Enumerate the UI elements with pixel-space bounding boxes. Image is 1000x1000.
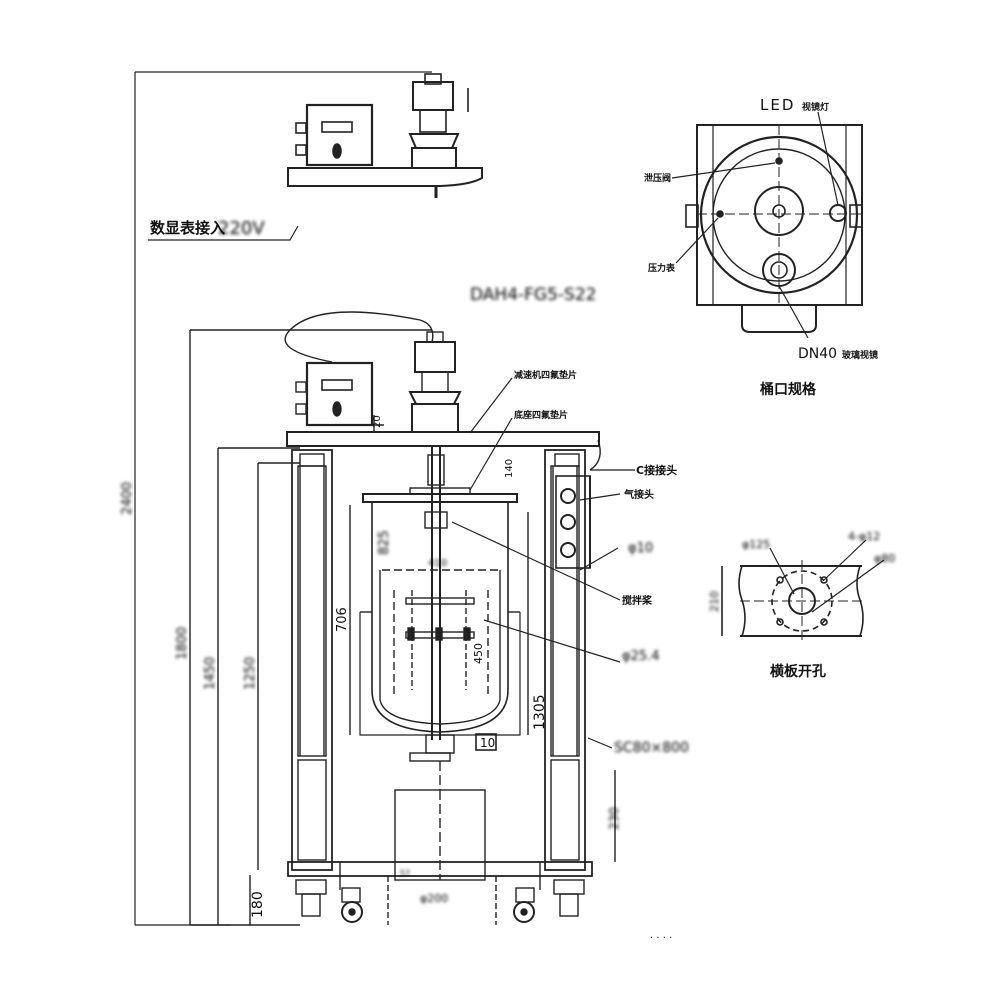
dim-1305: 1305 <box>532 694 548 730</box>
dim-230: 230 <box>607 807 621 830</box>
display-box-top <box>305 103 374 167</box>
display-box-main <box>305 361 374 427</box>
motor-model-label: DAH4-FG5-S22 <box>470 285 596 305</box>
dim-200: φ200 <box>420 892 448 905</box>
vent-valve-label: 泄压阀 <box>644 172 671 184</box>
plate-view <box>721 539 885 642</box>
dn40-sub-label: 玻璃视镜 <box>842 349 878 361</box>
dim-1450: 1450 <box>203 657 218 690</box>
dim-20: 20 <box>372 415 383 428</box>
dim-706: 706 <box>335 607 350 632</box>
plate-view-title: 横板开孔 <box>770 663 826 680</box>
dn40-label: DN40 <box>798 346 837 362</box>
dim-825: 825 <box>377 530 392 555</box>
top-view <box>134 71 483 926</box>
main-view <box>189 311 635 926</box>
diameter-25-label: φ25.4 <box>622 649 660 664</box>
dim-180: 180 <box>250 891 266 918</box>
plate-dim-phi80: φ80 <box>874 552 895 565</box>
dim-2400: 2400 <box>120 482 135 515</box>
display-input-label: 数显表接入 <box>150 219 225 237</box>
plate-dim-phi125: φ125 <box>742 538 770 551</box>
dim-57: 57 <box>400 869 410 878</box>
mouth-view-title: 桶口规格 <box>760 381 817 398</box>
diameter-10-label: φ10 <box>628 541 653 556</box>
air-outlet-label: 气接头 <box>623 488 654 501</box>
voltage-label: 220V <box>218 218 265 239</box>
plate-dim-hole: 4-φ12 <box>848 530 880 543</box>
c-connector-label: C接接头 <box>636 463 677 477</box>
dim-1800: 1800 <box>175 627 190 660</box>
led-label: LED <box>760 96 795 114</box>
dim-410: 410 <box>428 558 447 569</box>
dim-450: 450 <box>472 643 485 664</box>
dim-1250: 1250 <box>243 657 258 690</box>
dim-10: 10 <box>480 736 495 750</box>
pressure-gauge-label: 压力表 <box>648 262 676 274</box>
mouth-view <box>671 111 863 339</box>
stirring-paddle-label: 搅拌桨 <box>622 594 653 607</box>
plate-dim-side: 210 <box>708 591 721 612</box>
dim-140: 140 <box>504 459 515 478</box>
support-model-label: SC80×800 <box>614 740 689 756</box>
led-sub-label: 视镜灯 <box>802 101 829 113</box>
base-gasket-label: 底座四氟垫片 <box>514 409 568 421</box>
footer-dots: . . . . <box>650 930 672 941</box>
reducer-gasket-label: 减速机四氟垫片 <box>514 369 577 381</box>
